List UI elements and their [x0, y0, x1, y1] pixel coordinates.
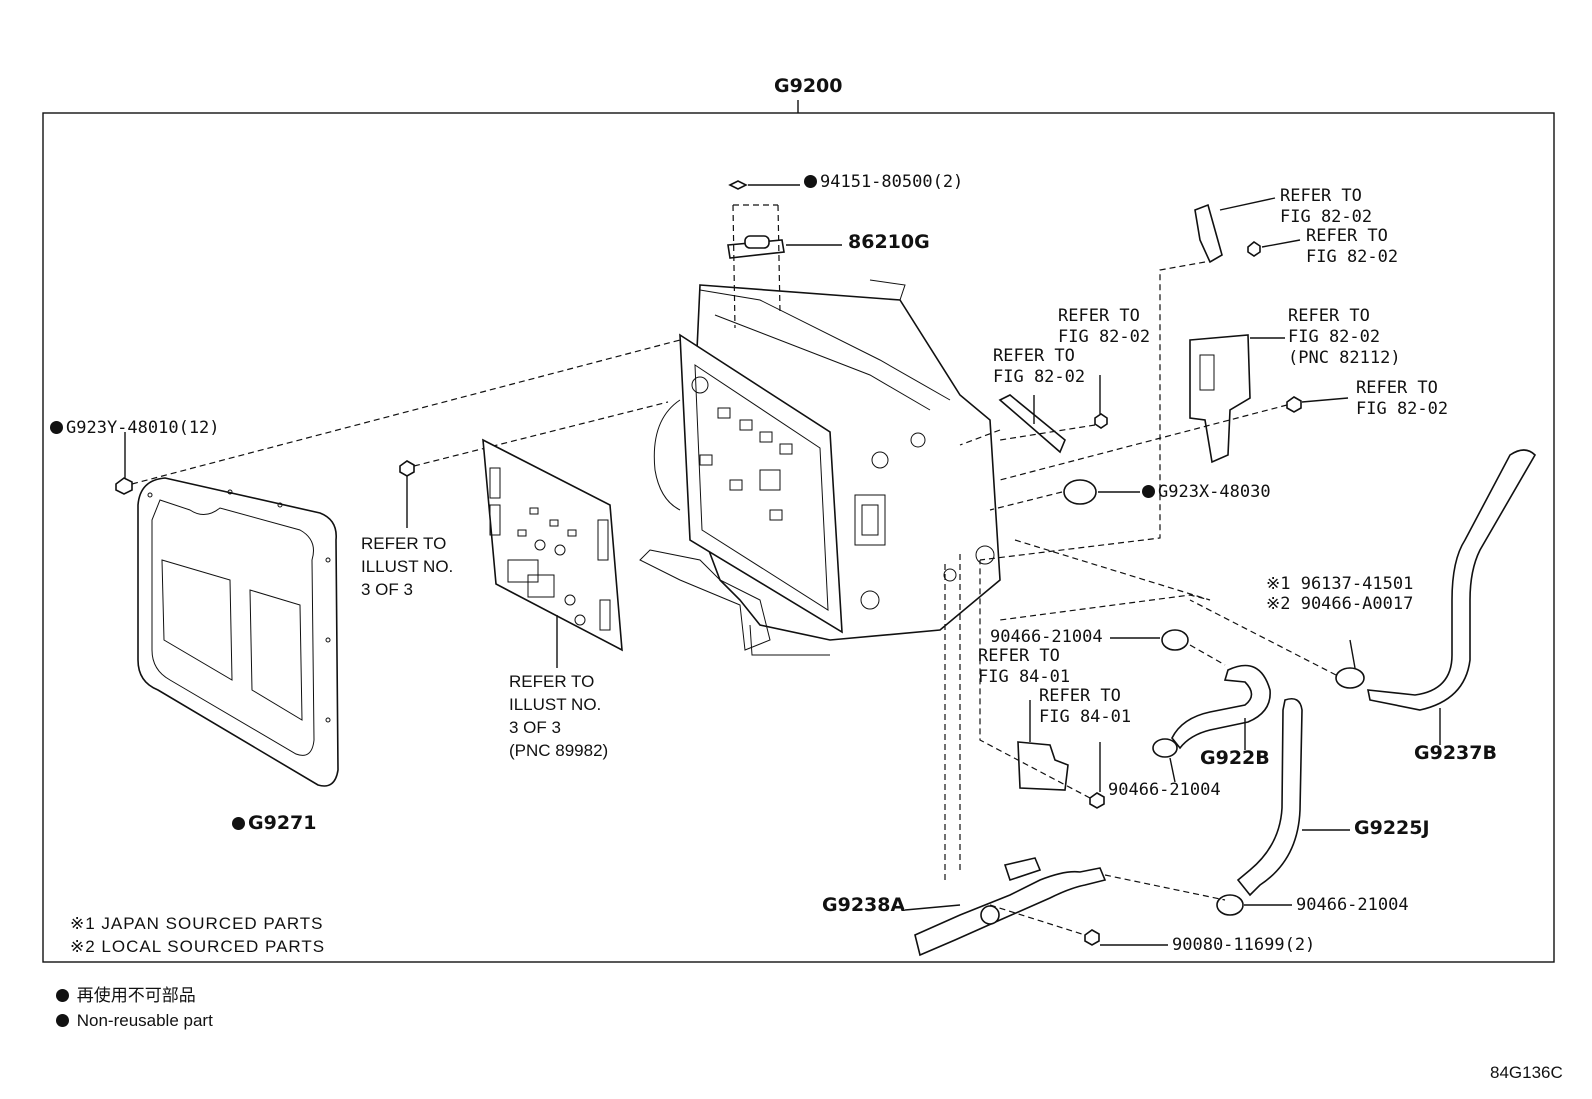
legend-jp: 再使用不可部品	[56, 985, 196, 1006]
cover-g9271	[137, 477, 339, 787]
label-refer-pnc-82112[interactable]: REFER TO FIG 82-02 (PNC 82112)	[1288, 306, 1401, 368]
label-refer-illust-2[interactable]: REFER TO ILLUST NO. 3 OF 3 (PNC 89982)	[509, 672, 609, 760]
label-refer-mid-1[interactable]: REFER TO FIG 82-02	[1058, 306, 1151, 347]
non-reusable-dot-icon	[804, 175, 817, 188]
label-clip-90466-c[interactable]: 90466-21004	[1108, 780, 1221, 800]
inverter-assembly	[639, 279, 1001, 656]
label-clip-90466-b[interactable]: 90466-21004	[990, 627, 1103, 647]
assembly-number: G9200	[774, 75, 843, 97]
label-g9238a[interactable]: G9238A	[822, 894, 906, 916]
bolt-g923y-shape	[115, 477, 133, 495]
label-refer-84-2[interactable]: REFER TO FIG 84-01	[1039, 686, 1132, 727]
label-refer-top-right-2[interactable]: REFER TO FIG 82-02	[1306, 226, 1399, 267]
label-g9225j[interactable]: G9225J	[1354, 817, 1430, 839]
legend-en: Non-reusable part	[56, 1010, 213, 1031]
non-reusable-dot-icon	[56, 989, 69, 1002]
pcb-board	[482, 438, 623, 652]
label-refer-top-right-1[interactable]: REFER TO FIG 82-02	[1280, 186, 1373, 227]
label-refer-mid-2[interactable]: REFER TO FIG 82-02	[993, 346, 1086, 387]
label-86210g[interactable]: 86210G	[848, 231, 930, 253]
note-japan-sourced: ※1 JAPAN SOURCED PARTS	[70, 914, 324, 933]
label-refer-illust-1[interactable]: REFER TO ILLUST NO. 3 OF 3	[361, 534, 454, 599]
label-g9237b[interactable]: G9237B	[1414, 742, 1497, 764]
non-reusable-dot-icon	[232, 817, 245, 830]
label-clip-90466-a[interactable]: ※2 90466-A0017	[1266, 594, 1414, 614]
label-g922b[interactable]: G922B	[1200, 747, 1270, 769]
non-reusable-dot-icon	[50, 421, 63, 434]
non-reusable-dot-icon	[56, 1014, 69, 1027]
label-bolt-top[interactable]: 94151-80500(2)	[804, 172, 963, 193]
non-reusable-dot-icon	[1142, 485, 1155, 498]
label-bolt-g923y[interactable]: G923Y-48010(12)	[50, 418, 220, 439]
label-refer-right-bolt[interactable]: REFER TO FIG 82-02	[1356, 378, 1449, 419]
note-local-sourced: ※2 LOCAL SOURCED PARTS	[70, 937, 326, 956]
label-refer-84-1[interactable]: REFER TO FIG 84-01	[978, 646, 1071, 687]
label-clamp-g923x[interactable]: G923X-48030	[1142, 482, 1271, 503]
label-clip-96137[interactable]: ※1 96137-41501	[1266, 574, 1414, 594]
label-bolt-90080[interactable]: 90080-11699(2)	[1172, 935, 1316, 955]
label-g9271[interactable]: G9271	[232, 813, 316, 834]
figure-code: 84G136C	[1490, 1063, 1563, 1082]
label-clip-90466-d[interactable]: 90466-21004	[1296, 895, 1409, 915]
